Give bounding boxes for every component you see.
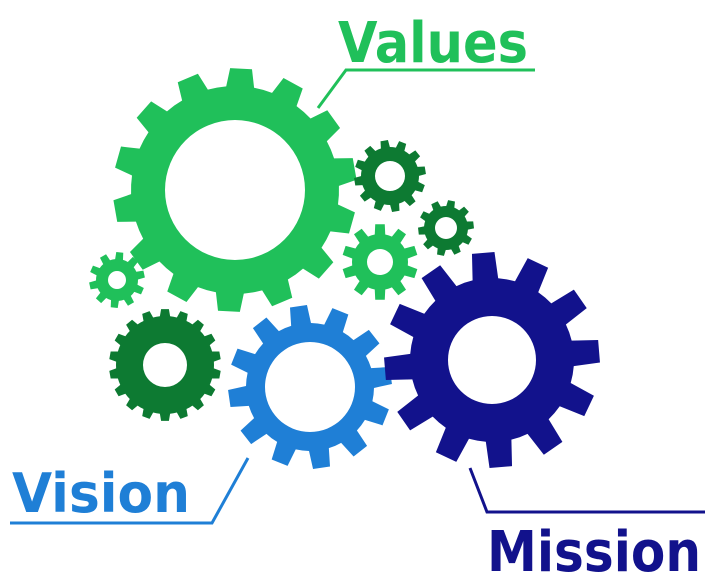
mission-label: Mission — [487, 520, 701, 578]
small-dark-green-gear-top — [354, 140, 426, 212]
values-gear — [113, 68, 357, 312]
small-dark-green-gear-right — [418, 200, 474, 256]
small-green-gear-left — [89, 252, 145, 308]
mission-leader-line — [468, 467, 705, 514]
dark-green-gear-large — [109, 309, 221, 421]
vision-label: Vision — [12, 462, 190, 525]
vision-gear — [228, 305, 392, 469]
values-label: Values — [338, 11, 528, 76]
values-leader-line — [316, 68, 535, 109]
small-green-gear-middle — [342, 224, 418, 300]
vision-leader-line — [10, 457, 250, 525]
mission-gear — [384, 252, 600, 468]
